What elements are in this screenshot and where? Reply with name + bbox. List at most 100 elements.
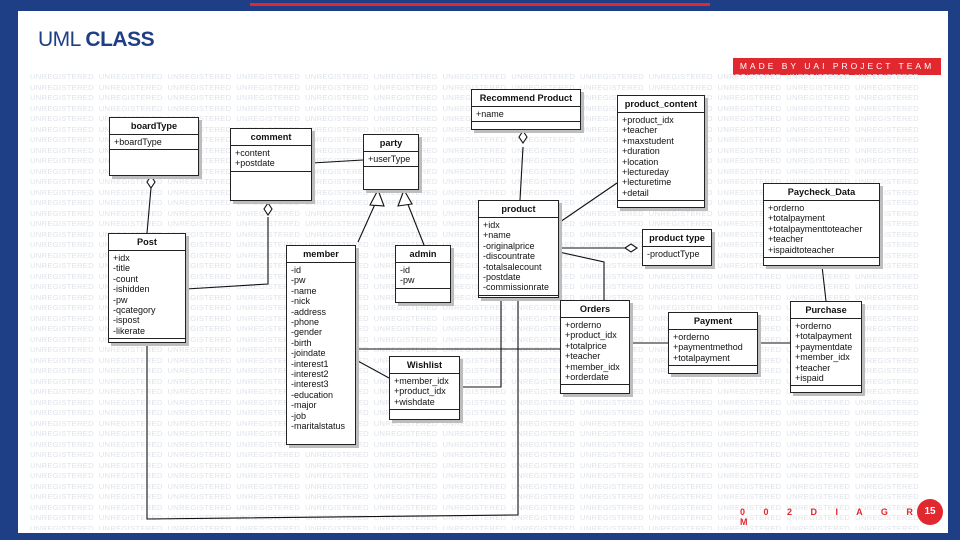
attribute: -pw xyxy=(291,275,306,286)
attribute: +totalpaymenttoteacher xyxy=(768,223,863,234)
attribute: +name xyxy=(476,109,504,119)
class-boardType[interactable]: boardType +boardType xyxy=(109,117,199,176)
class-name: admin xyxy=(396,246,450,263)
attribute: +paymentmethod xyxy=(673,342,743,353)
attribute: -interest1 xyxy=(291,358,329,369)
attribute: +product_idx xyxy=(394,386,446,397)
class-party[interactable]: party +userType xyxy=(363,134,419,190)
attribute: +member_idx xyxy=(394,376,449,386)
attribute: +product_idx xyxy=(622,115,674,125)
team-tag: MADE BY UAI PROJECT TEAM xyxy=(733,58,941,75)
attribute: -interest3 xyxy=(291,379,329,390)
class-name: Post xyxy=(109,234,185,251)
attribute: -birth xyxy=(291,337,312,348)
attribute: +boardType xyxy=(114,137,162,147)
title-light: UML xyxy=(38,28,81,51)
class-wishlist[interactable]: Wishlist +member_idx +product_idx +wishd… xyxy=(389,356,460,420)
top-accent-bar xyxy=(250,3,710,6)
attribute: +totalpayment xyxy=(673,352,730,363)
footer-label: 0 0 2 D I A G R A M xyxy=(740,507,946,527)
attribute: -pw xyxy=(400,275,415,286)
attribute: +teacher xyxy=(795,362,831,373)
attribute: -name xyxy=(291,285,317,296)
attribute: -address xyxy=(291,306,327,317)
attribute: -totalsalecount xyxy=(483,261,542,272)
class-product-type[interactable]: product type -productType xyxy=(642,229,712,266)
attribute: +orderno xyxy=(795,321,832,331)
attribute: +orderno xyxy=(673,332,710,342)
attribute: +orderdate xyxy=(565,372,609,383)
attribute: -major xyxy=(291,400,317,411)
attribute: +userType xyxy=(368,154,411,164)
attribute: +location xyxy=(622,156,659,167)
attribute: -pw xyxy=(113,294,128,305)
attribute: -discountrate xyxy=(483,251,536,262)
attribute: -qcategory xyxy=(113,305,156,316)
attribute: -gender xyxy=(291,327,323,338)
class-name: Payment xyxy=(669,313,757,330)
attribute: -job xyxy=(291,410,307,421)
attribute: +product_idx xyxy=(565,330,617,341)
attribute: +member_idx xyxy=(565,361,620,372)
page-number: 15 xyxy=(917,499,943,525)
class-recommend-product[interactable]: Recommend Product +name xyxy=(471,89,581,130)
attribute: +name xyxy=(483,230,511,241)
attribute: -commissionrate xyxy=(483,282,550,293)
attribute: +detail xyxy=(622,187,649,198)
attribute: +teacher xyxy=(565,351,601,362)
attribute: +idx xyxy=(113,253,130,263)
class-paycheck-data[interactable]: Paycheck_Data +orderno +totalpayment +to… xyxy=(763,183,880,266)
class-name: product type xyxy=(643,230,711,247)
attribute: +maxstudent xyxy=(622,135,674,146)
page-title: UML CLASS xyxy=(38,28,155,52)
attribute: +lecturetime xyxy=(622,177,672,188)
attribute: -phone xyxy=(291,317,320,328)
attribute: -likerate xyxy=(113,325,146,336)
class-orders[interactable]: Orders +orderno +product_idx +totalprice… xyxy=(560,300,630,394)
class-purchase[interactable]: Purchase +orderno +totalpayment +payment… xyxy=(790,301,862,393)
attribute: -id xyxy=(400,265,411,275)
class-comment[interactable]: comment +content +postdate xyxy=(230,128,312,201)
attribute: -ishidden xyxy=(113,284,150,295)
class-name: Wishlist xyxy=(390,357,459,374)
attribute: +totalpayment xyxy=(795,331,852,342)
attribute: +wishdate xyxy=(394,396,435,407)
class-name: Paycheck_Data xyxy=(764,184,879,201)
class-name: member xyxy=(287,246,355,263)
attribute: +orderno xyxy=(565,320,602,330)
class-product[interactable]: product +idx +name -originalprice -disco… xyxy=(478,200,559,298)
attribute: -interest2 xyxy=(291,369,329,380)
class-name: boardType xyxy=(110,118,198,135)
attribute: +duration xyxy=(622,146,660,157)
attribute: -productType xyxy=(647,249,700,259)
attribute: -postdate xyxy=(483,272,521,283)
attribute: +totalprice xyxy=(565,340,607,351)
attribute: -maritalstatus xyxy=(291,421,346,432)
class-admin[interactable]: admin -id -pw xyxy=(395,245,451,303)
attribute: +paymentdate xyxy=(795,341,853,352)
attribute: +ispaidtoteacher xyxy=(768,244,835,255)
attribute: +idx xyxy=(483,220,500,230)
class-member[interactable]: member -id -pw -name -nick -address -pho… xyxy=(286,245,356,445)
attribute: -nick xyxy=(291,296,311,307)
attribute: -ispost xyxy=(113,315,140,326)
class-name: Recommend Product xyxy=(472,90,580,107)
attribute: -count xyxy=(113,273,139,284)
title-bold: CLASS xyxy=(85,28,155,51)
class-post[interactable]: Post +idx -title -count -ishidden -pw -q… xyxy=(108,233,186,343)
attribute: +teacher xyxy=(622,125,658,136)
class-name: comment xyxy=(231,129,311,146)
attribute: +postdate xyxy=(235,158,275,169)
attribute: +orderno xyxy=(768,203,805,213)
attribute: +totalpayment xyxy=(768,213,825,224)
class-name: Orders xyxy=(561,301,629,318)
attribute: +teacher xyxy=(768,234,804,245)
class-product-content[interactable]: product_content +product_idx +teacher +m… xyxy=(617,95,705,208)
class-name: party xyxy=(364,135,418,152)
attribute: +member_idx xyxy=(795,352,850,363)
attribute: -title xyxy=(113,263,131,274)
class-payment[interactable]: Payment +orderno +paymentmethod +totalpa… xyxy=(668,312,758,374)
attribute: -education xyxy=(291,389,334,400)
class-name: Purchase xyxy=(791,302,861,319)
